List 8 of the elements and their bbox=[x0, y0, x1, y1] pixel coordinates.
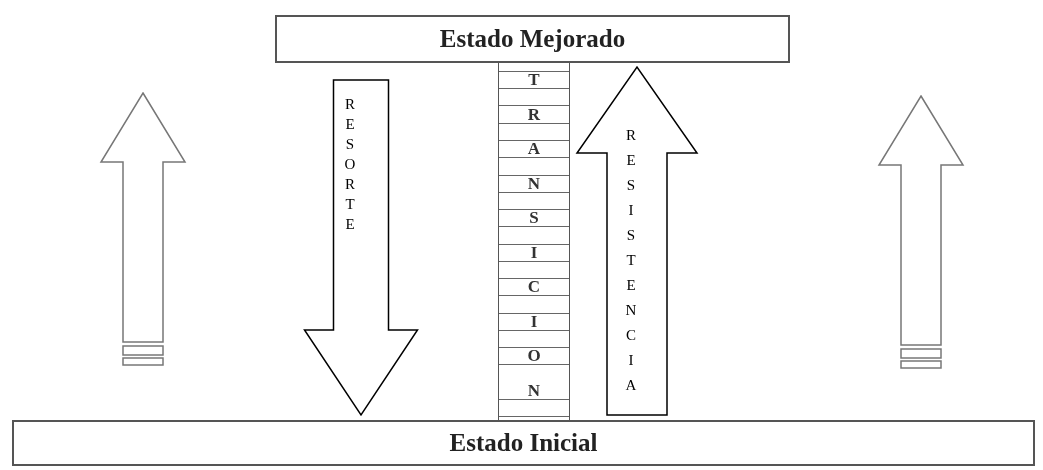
edge-label: RESISTENCIA bbox=[625, 126, 637, 395]
down-block-arrow bbox=[303, 79, 419, 417]
state-bar: Estado Inicial bbox=[12, 420, 1035, 466]
edge-label: RESORTE bbox=[344, 95, 356, 234]
up-block-arrow bbox=[575, 65, 699, 416]
vertical-label: TRANSICION bbox=[527, 69, 541, 402]
ladder-column bbox=[498, 63, 570, 420]
state-bar: Estado Mejorado bbox=[275, 15, 790, 63]
